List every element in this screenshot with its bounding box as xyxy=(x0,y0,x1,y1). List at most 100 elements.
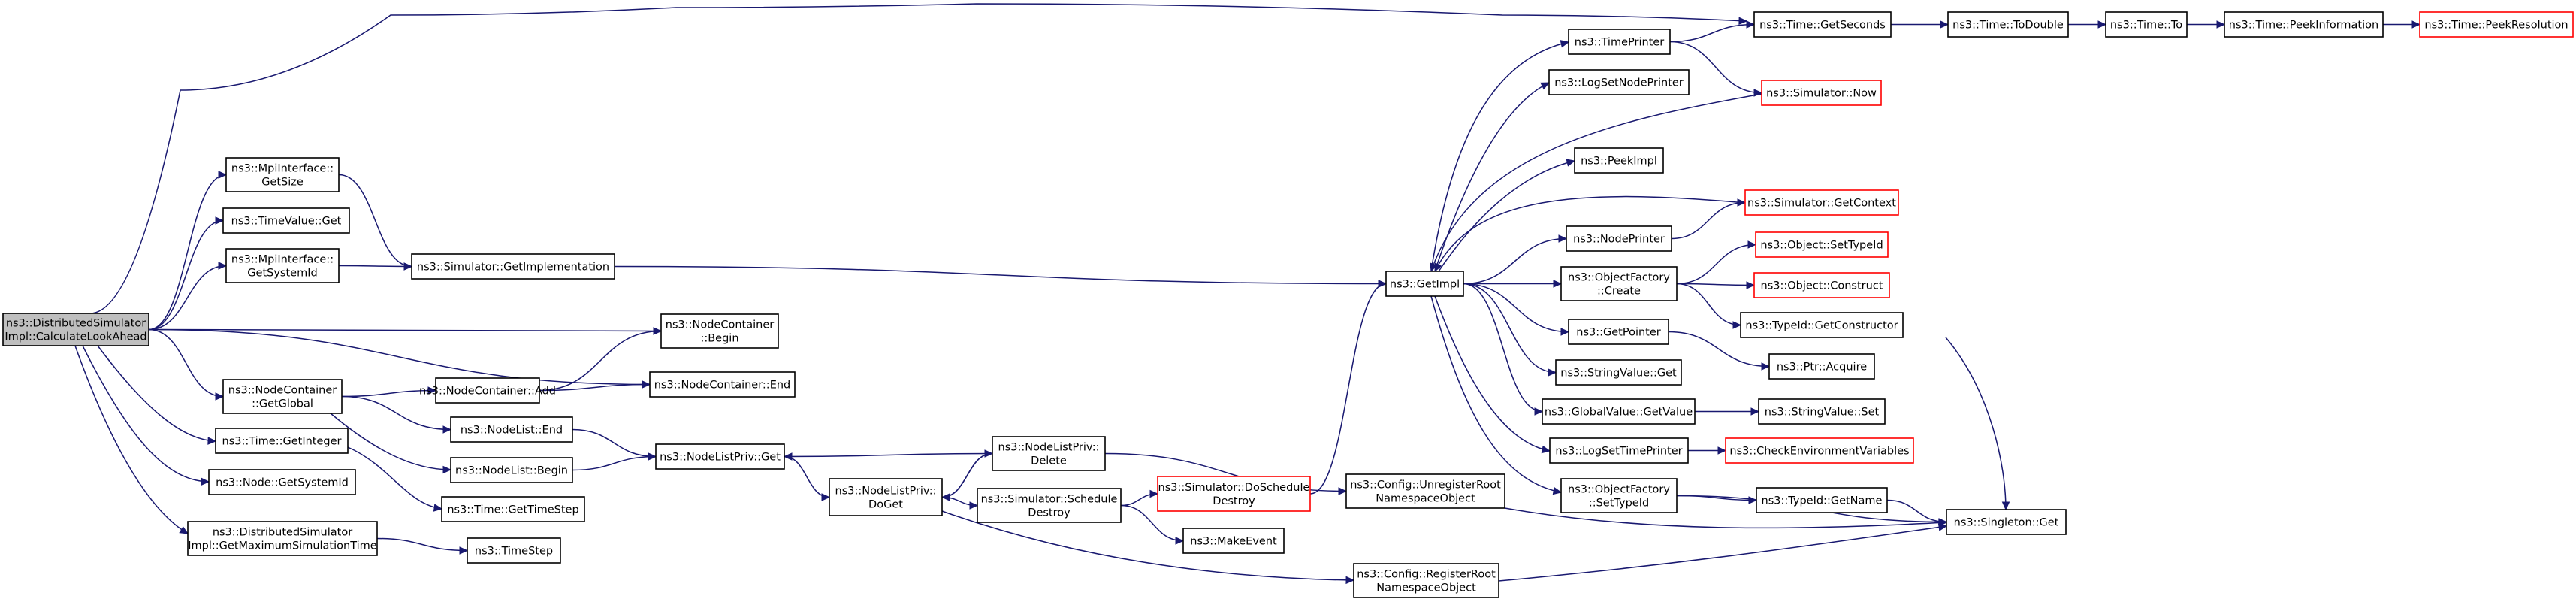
node-objectSetTypeId[interactable]: ns3::Object::SetTypeId xyxy=(1755,231,1889,258)
node-logSetTimePrinter[interactable]: ns3::LogSetTimePrinter xyxy=(1549,437,1689,464)
node-peekImpl[interactable]: ns3::PeekImpl xyxy=(1574,147,1664,174)
node-box xyxy=(1549,437,1689,464)
edge-line xyxy=(89,3,1747,314)
edge-line xyxy=(1463,283,1569,333)
node-root[interactable]: ns3::DistributedSimulatorImpl::Calculate… xyxy=(2,313,149,346)
arrowhead xyxy=(1175,537,1185,545)
node-label: GetSystemId xyxy=(247,268,317,280)
node-box xyxy=(215,428,349,454)
edge-line xyxy=(341,395,451,431)
node-box xyxy=(1574,147,1664,174)
edge-line xyxy=(572,428,657,458)
node-box xyxy=(1756,487,1888,513)
edge-typeIdGetName-to-singletonGet xyxy=(1886,499,1948,526)
node-simulatorNow[interactable]: ns3::Simulator::Now xyxy=(1761,80,1882,106)
node-nodeContainerAdd[interactable]: ns3::NodeContainer::Add xyxy=(419,377,556,404)
node-label: ns3::ObjectFactory xyxy=(1568,484,1670,496)
node-stringValueSet[interactable]: ns3::StringValue::Set xyxy=(1758,398,1886,425)
node-objectFactoryCreate[interactable]: ns3::ObjectFactory::Create xyxy=(1560,266,1678,301)
node-configUnregister[interactable]: ns3::Config::UnregisterRootNamespaceObje… xyxy=(1345,473,1505,509)
edge-timeGetInteger-to-timeGetTimeStep xyxy=(347,446,443,512)
node-timeTo[interactable]: ns3::Time::To xyxy=(2105,11,2188,38)
node-nodeListPrivGet[interactable]: ns3::NodeListPriv::Get xyxy=(655,443,785,470)
node-timePeekInformation[interactable]: ns3::Time::PeekInformation xyxy=(2224,11,2384,38)
edge-root-to-timeGetSeconds xyxy=(89,3,1748,314)
node-label: ns3::Time::GetSeconds xyxy=(1759,20,1886,32)
node-timeToDouble[interactable]: ns3::Time::ToDouble xyxy=(1947,11,2069,38)
node-nodePrinter[interactable]: ns3::NodePrinter xyxy=(1566,225,1672,252)
node-simGetImplementation[interactable]: ns3::Simulator::GetImplementation xyxy=(411,253,615,280)
arrowhead xyxy=(218,262,228,270)
node-label: ns3::Simulator::Now xyxy=(1766,88,1877,100)
edge-line xyxy=(148,174,227,331)
node-makeEvent[interactable]: ns3::MakeEvent xyxy=(1182,528,1285,554)
node-timeGetTimeStep[interactable]: ns3::Time::GetTimeStep xyxy=(441,496,585,522)
edge-nodeListPrivDelete-to-nodeListPrivGet xyxy=(783,452,993,461)
edge-root-to-mpiGetSize xyxy=(148,171,228,331)
node-mpiGetSystemId[interactable]: ns3::MpiInterface::GetSystemId xyxy=(225,248,340,283)
node-label: ns3::NodeListPriv:: xyxy=(998,442,1100,454)
node-simGetContext[interactable]: ns3::Simulator::GetContext xyxy=(1744,189,1899,216)
node-singletonGet[interactable]: ns3::Singleton::Get xyxy=(1946,509,2067,535)
arrowhead xyxy=(1552,486,1563,495)
node-stringValueGet[interactable]: ns3::StringValue::Get xyxy=(1555,359,1682,386)
node-typeIdGetConstructor[interactable]: ns3::TypeId::GetConstructor xyxy=(1740,312,1904,338)
arrowhead xyxy=(941,493,950,501)
edge-line xyxy=(338,265,412,268)
node-timeValueGet[interactable]: ns3::TimeValue::Get xyxy=(222,207,350,234)
node-globalValueGetValue[interactable]: ns3::GlobalValue::GetValue xyxy=(1542,398,1696,425)
node-timeStep[interactable]: ns3::TimeStep xyxy=(467,537,561,564)
edge-line xyxy=(1669,41,1762,94)
edge-line xyxy=(341,389,436,398)
node-timeGetInteger[interactable]: ns3::Time::GetInteger xyxy=(215,428,349,454)
node-box xyxy=(1768,353,1875,380)
edge-root-to-nodeContainerGetGlobal xyxy=(148,328,225,401)
node-label: ns3::NodeContainer xyxy=(666,319,774,331)
node-typeIdGetName[interactable]: ns3::TypeId::GetName xyxy=(1756,487,1888,513)
edge-nodeContainerAdd-to-nodeContainerEnd xyxy=(539,380,651,392)
node-getPointer[interactable]: ns3::GetPointer xyxy=(1568,319,1669,345)
node-label: ns3::NodeList::Begin xyxy=(455,465,568,477)
node-layer: ns3::DistributedSimulatorImpl::Calculate… xyxy=(2,11,2574,598)
node-nodeListPrivDoGet[interactable]: ns3::NodeListPriv::DoGet xyxy=(829,478,943,516)
node-nodeGetSystemId[interactable]: ns3::Node::GetSystemId xyxy=(208,469,356,495)
arrowhead xyxy=(1717,446,1727,455)
edge-timeToDouble-to-timeTo xyxy=(2068,20,2107,29)
node-objectFactorySetTypeId[interactable]: ns3::ObjectFactory::SetTypeId xyxy=(1560,478,1678,513)
arrowhead xyxy=(1748,496,1758,504)
edge-line xyxy=(347,446,442,510)
node-logSetNodePrinter[interactable]: ns3::LogSetNodePrinter xyxy=(1548,69,1690,95)
edge-objectFactoryCreate-to-objectSetTypeId xyxy=(1676,240,1757,285)
arrowhead xyxy=(215,392,225,401)
arrowhead xyxy=(215,216,225,225)
edge-line xyxy=(1886,499,1947,523)
edge-line xyxy=(784,452,993,458)
node-box xyxy=(225,248,340,283)
edge-line xyxy=(1945,337,2007,510)
node-ptrAcquire[interactable]: ns3::Ptr::Acquire xyxy=(1768,353,1875,380)
node-box xyxy=(829,478,943,516)
node-label: ns3::Simulator::GetContext xyxy=(1747,198,1896,210)
node-getMaxSimTime[interactable]: ns3::DistributedSimulatorImpl::GetMaximu… xyxy=(187,521,378,556)
node-checkEnvVars[interactable]: ns3::CheckEnvironmentVariables xyxy=(1725,437,1914,464)
edge-root-to-mpiGetSystemId xyxy=(148,262,228,331)
node-mpiGetSize[interactable]: ns3::MpiInterface::GetSize xyxy=(225,157,340,192)
node-timePeekResolution[interactable]: ns3::Time::PeekResolution xyxy=(2419,11,2574,38)
node-objectConstruct[interactable]: ns3::Object::Construct xyxy=(1753,272,1890,298)
node-box xyxy=(1758,398,1886,425)
node-timeGetSeconds[interactable]: ns3::Time::GetSeconds xyxy=(1753,11,1892,38)
node-nodeListEnd[interactable]: ns3::NodeList::End xyxy=(450,416,573,443)
node-getImpl[interactable]: ns3::GetImpl xyxy=(1385,271,1464,297)
node-nodeContainerGetGlobal[interactable]: ns3::NodeContainer::GetGlobal xyxy=(222,379,343,414)
node-nodeListPrivDelete[interactable]: ns3::NodeListPriv::Delete xyxy=(992,436,1106,471)
node-nodeListBegin[interactable]: ns3::NodeList::Begin xyxy=(450,457,573,483)
node-box xyxy=(2419,11,2574,38)
node-timePrinter[interactable]: ns3::TimePrinter xyxy=(1568,29,1671,55)
node-nodeContainerEnd[interactable]: ns3::NodeContainer::End xyxy=(649,371,796,398)
node-box xyxy=(1566,225,1672,252)
node-label: ns3::LogSetNodePrinter xyxy=(1554,77,1684,89)
node-nodeContainerBegin[interactable]: ns3::NodeContainer::Begin xyxy=(660,313,779,349)
